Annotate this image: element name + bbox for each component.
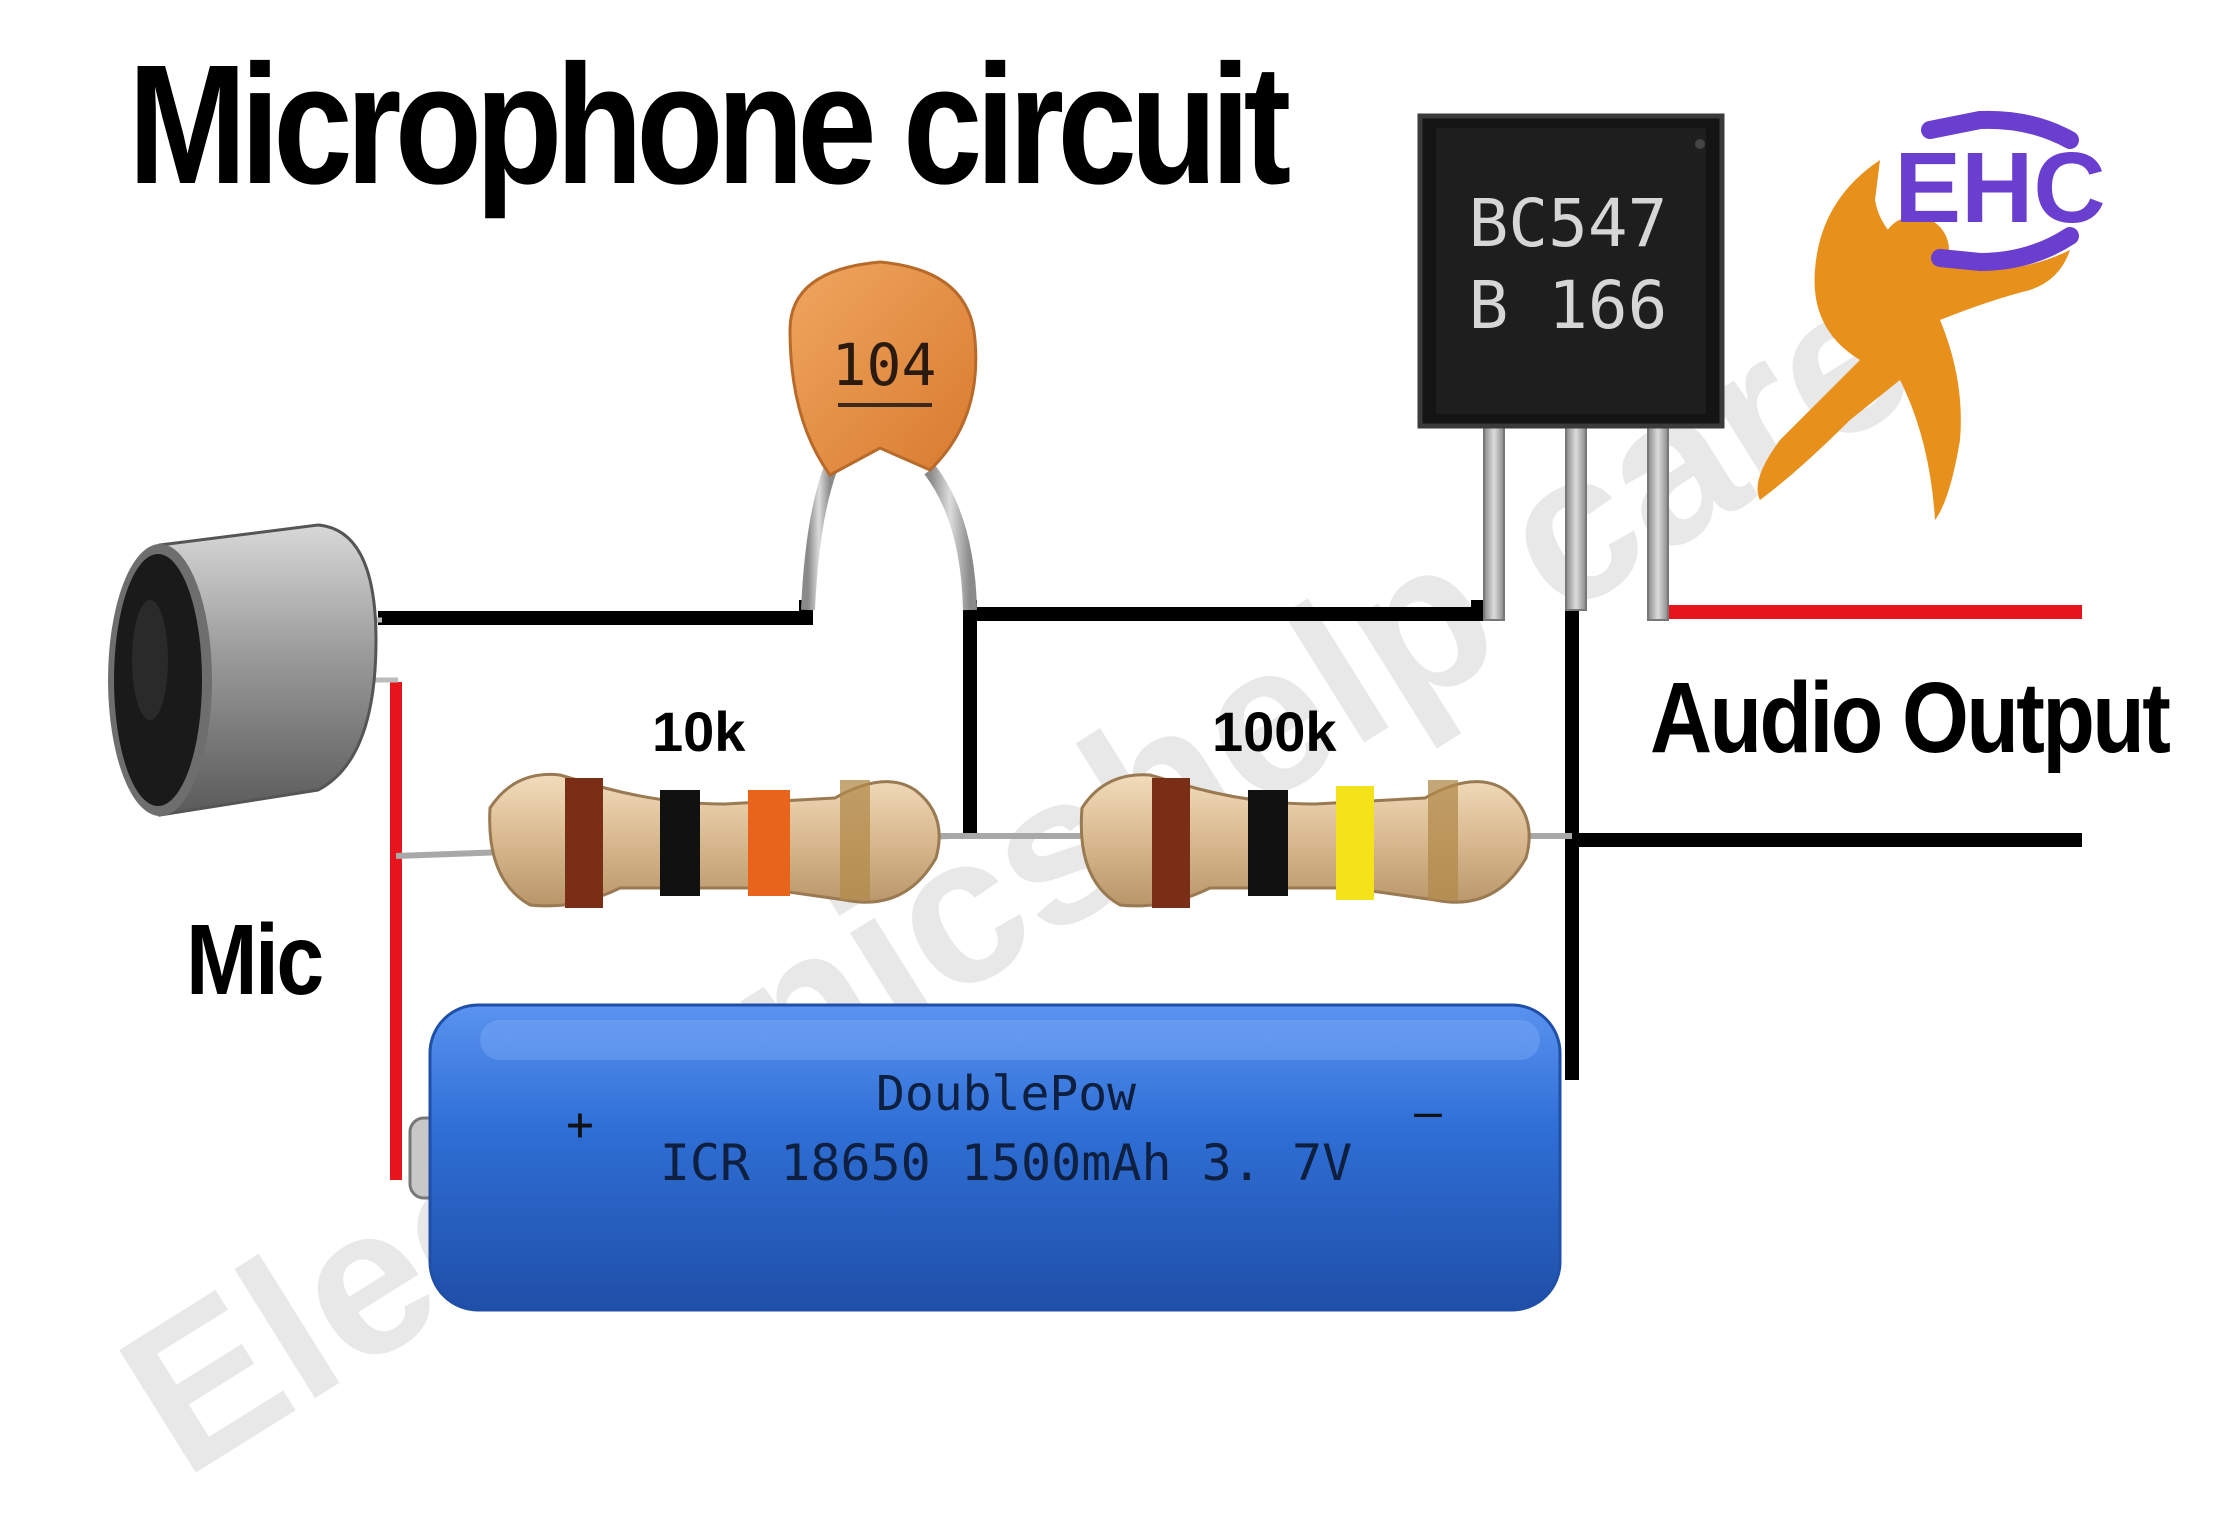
battery-spec: ICR 18650 1500mAh 3. 7V (660, 1134, 1352, 1192)
band-black (1248, 790, 1288, 896)
wire-mic-to-capacitor (378, 600, 813, 625)
band-brown (565, 778, 603, 908)
audio-output-label: Audio Output (1650, 662, 2171, 774)
resistor-10k (395, 772, 1120, 908)
logo: EHC (1757, 110, 2106, 520)
band-black (660, 790, 700, 896)
band-gold (1428, 780, 1458, 900)
microphone (108, 523, 398, 817)
transistor-marking-line1: BC547 (1469, 185, 1668, 262)
battery-brand: DoublePow (876, 1066, 1136, 1122)
capacitor-code: 104 (832, 331, 937, 399)
band-brown (1152, 778, 1190, 908)
ceramic-capacitor: 104 (788, 260, 978, 611)
resistor-100k (1079, 773, 1572, 908)
running-person-logo-icon (1757, 160, 2070, 520)
transistor-marking-line2: B 166 (1469, 267, 1668, 344)
battery-plus-sign: + (566, 1097, 594, 1151)
wire-capacitor-to-base (963, 600, 1485, 621)
bc547-transistor: BC547 B 166 (1417, 113, 1725, 621)
logo-text: EHC (1894, 132, 2105, 244)
battery-18650: + — DoublePow ICR 18650 1500mAh 3. 7V (408, 1003, 1562, 1312)
resistor-100k-label: 100k (1212, 700, 1337, 763)
band-yellow (1336, 786, 1374, 900)
mic-label: Mic (186, 904, 324, 1016)
battery-minus-sign: — (1414, 1085, 1442, 1139)
circuit-diagram: Microphone circuit Electronicshelp care (83, 30, 2171, 1518)
band-gold (840, 780, 870, 900)
band-orange (748, 790, 790, 896)
page-title: Microphone circuit (128, 30, 1291, 220)
resistor-10k-label: 10k (652, 700, 746, 763)
circuit-drawing: 104 BC547 B 166 (108, 110, 2106, 1312)
